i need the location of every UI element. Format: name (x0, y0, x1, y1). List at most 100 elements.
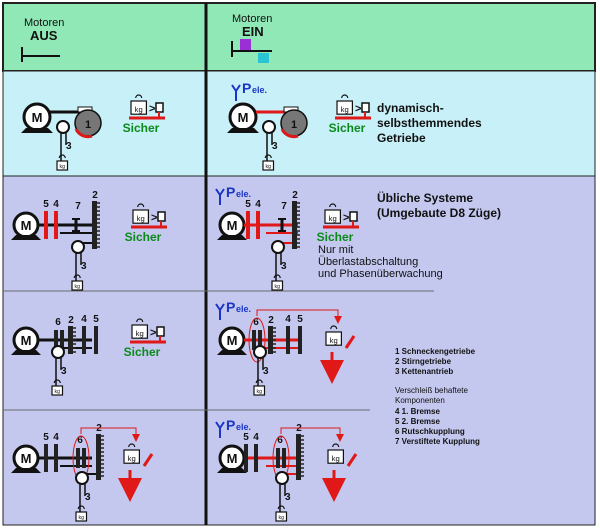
brake-disc (44, 211, 48, 239)
svg-text:2 Stirngetriebe: 2 Stirngetriebe (395, 357, 452, 366)
spur-gear-teeth (296, 434, 304, 480)
pinned-coupling: 7 (72, 201, 81, 232)
motor-symbol: M (11, 444, 41, 473)
kg-weight-icon: kg (131, 318, 148, 339)
number-4: 4 (53, 199, 59, 210)
chain-drive-sprocket: 3kg (253, 345, 269, 396)
load-indicator: kg>Sicher (123, 94, 165, 135)
row1-motor-off: M 1 3 kg kg>Sicher (21, 94, 165, 171)
svg-text:4 1. Bremse: 4 1. Bremse (395, 407, 440, 416)
motor-label: M (21, 333, 32, 348)
pele-sub-label: ele. (236, 422, 251, 432)
number-3: 3 (81, 261, 87, 272)
number-5: 5 (245, 199, 251, 210)
svg-text:Überlastabschaltung: Überlastabschaltung (318, 256, 418, 268)
motor-symbol: M (217, 444, 247, 473)
load-indicator: kg>Sicher (317, 203, 359, 244)
kg-label: kg (59, 164, 65, 170)
number-3: 3 (281, 261, 287, 272)
svg-text:6 Rutschkupplung: 6 Rutschkupplung (395, 427, 465, 436)
row1-description: dynamisch- selbsthemmendes Getriebe (377, 101, 482, 145)
number-3: 3 (85, 492, 91, 503)
pele-label: P (226, 184, 235, 200)
svg-text:Komponenten: Komponenten (395, 396, 445, 405)
svg-text:selbsthemmendes: selbsthemmendes (377, 116, 482, 130)
number-2: 2 (268, 315, 274, 326)
number-7: 7 (281, 201, 287, 212)
number-5: 5 (297, 314, 303, 325)
number-3: 3 (285, 492, 291, 503)
spur-gear-teeth (68, 326, 76, 354)
brake-disc (256, 211, 260, 239)
pele-label: P (242, 80, 251, 96)
brake-disc (286, 326, 290, 354)
svg-text:(Umgebaute D8 Züge): (Umgebaute D8 Züge) (377, 206, 501, 220)
kg-label: kg (332, 454, 340, 463)
kg-weight-icon: kg (336, 94, 353, 115)
chain-drive-sprocket: 3 kg (75, 471, 91, 522)
motor-symbol: M (217, 326, 247, 355)
number-5: 5 (93, 314, 99, 325)
svg-text:und Phasenüberwachung: und Phasenüberwachung (318, 268, 443, 280)
number-6: 6 (253, 317, 259, 328)
motor-label: M (227, 333, 238, 348)
kg-weight-icon: kg (262, 154, 275, 171)
kg-label: kg (136, 329, 144, 338)
motor-symbol: M (21, 102, 53, 133)
chain-drive-sprocket: 3kg (271, 240, 287, 291)
sicher-label: Sicher (329, 121, 366, 135)
motor-symbol: M (227, 102, 259, 133)
header-left-state: AUS (30, 28, 58, 43)
kg-label: kg (256, 389, 262, 395)
number-2: 2 (292, 190, 298, 201)
kg-label: kg (74, 284, 80, 290)
svg-text:1 Schneckengetriebe: 1 Schneckengetriebe (395, 347, 476, 356)
brake-disc (298, 326, 302, 354)
svg-text:Übliche Systeme: Übliche Systeme (377, 190, 473, 205)
number-4: 4 (53, 432, 59, 443)
brake-disc (244, 444, 248, 472)
motor-symbol: M (217, 211, 247, 240)
sicher-label: Sicher (124, 345, 161, 359)
brake-disc (54, 211, 58, 239)
legend: 1 Schneckengetriebe 2 Stirngetriebe 3 Ke… (395, 347, 480, 446)
spur-gear-teeth (96, 434, 104, 480)
chain-drive-sprocket: 3 kg (71, 240, 87, 291)
motor-label: M (21, 218, 32, 233)
pele-label: P (226, 417, 235, 433)
pele-label: P (226, 299, 235, 315)
phase-indicator-cyan (258, 53, 269, 63)
kg-weight-icon: kg (75, 505, 88, 522)
greater-than: > (343, 212, 349, 224)
number-3: 3 (66, 141, 72, 152)
kg-weight-icon: kg (325, 325, 342, 346)
pele-sub-label: ele. (236, 304, 251, 314)
kg-label: kg (341, 105, 349, 114)
number-5: 5 (243, 432, 249, 443)
number-5: 5 (43, 199, 49, 210)
number-7: 7 (75, 201, 81, 212)
number-1: 1 (85, 119, 91, 131)
number-3: 3 (272, 141, 278, 152)
svg-text:7 Verstiftete Kupplung: 7 Verstiftete Kupplung (395, 437, 480, 446)
number-6: 6 (77, 435, 83, 446)
kg-weight-icon: kg (71, 274, 84, 291)
svg-text:Verschleiß behaftete: Verschleiß behaftete (395, 386, 468, 395)
kg-weight-icon: kg (275, 505, 288, 522)
kg-label: kg (137, 214, 145, 223)
pele-sub-label: ele. (236, 189, 251, 199)
load-indicator: kg>Sicher (124, 318, 166, 359)
spur-gear-teeth (292, 201, 300, 249)
chain-drive-sprocket: 3 kg (275, 471, 291, 522)
brake-disc (54, 444, 58, 472)
kg-label: kg (278, 515, 284, 521)
sicher-label: Sicher (125, 230, 162, 244)
svg-text:5 2. Bremse: 5 2. Bremse (395, 417, 440, 426)
header-right-title: Motoren (232, 13, 272, 25)
kg-label: kg (265, 164, 271, 170)
